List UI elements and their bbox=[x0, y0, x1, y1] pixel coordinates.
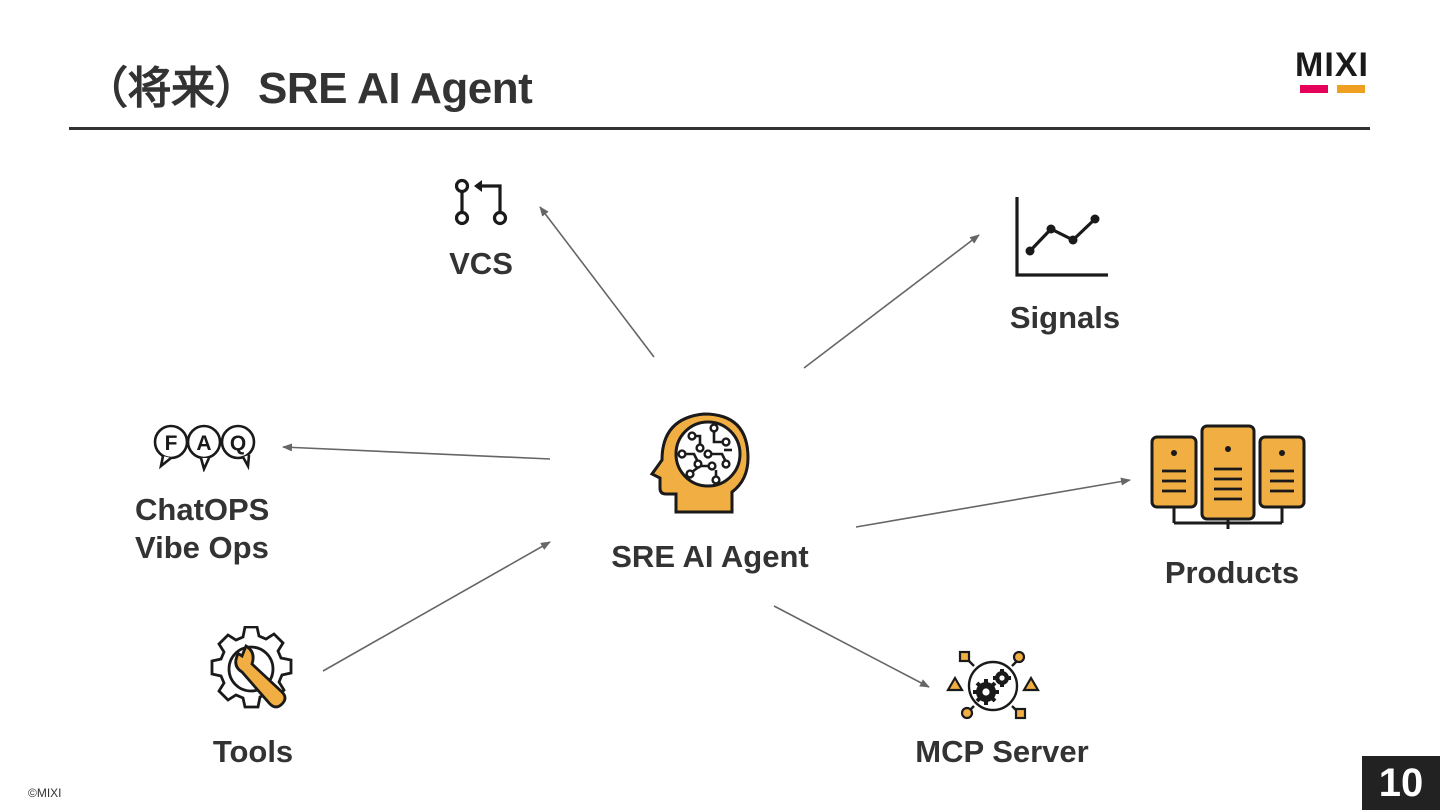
wrench-gear-icon bbox=[210, 626, 293, 709]
mixi-logo: MIXI bbox=[1295, 46, 1369, 93]
pull-request-icon bbox=[454, 178, 508, 226]
server-rack-icon bbox=[1150, 424, 1306, 529]
ai-brain-head-icon bbox=[649, 412, 750, 514]
arrow-from-tools bbox=[322, 541, 551, 672]
copyright: ©MIXI bbox=[28, 786, 62, 800]
chatops-label: ChatOPS bbox=[135, 492, 270, 527]
arrow-to-mcp bbox=[773, 605, 930, 688]
products-label: Products bbox=[1164, 555, 1300, 590]
svg-text:F: F bbox=[165, 432, 178, 455]
svg-text:Q: Q bbox=[230, 432, 246, 455]
vcs-label: VCS bbox=[449, 246, 513, 281]
arrow-to-vcs bbox=[539, 206, 655, 358]
arrow-to-products bbox=[855, 477, 1131, 528]
logo-text: MIXI bbox=[1295, 46, 1369, 84]
line-chart-icon bbox=[1015, 197, 1108, 277]
slide-title: （将来）SRE AI Agent bbox=[84, 64, 533, 113]
tools-label: Tools bbox=[212, 734, 294, 769]
arrow-to-chatops bbox=[282, 443, 551, 460]
faq-speech-bubbles-icon: F A Q bbox=[153, 424, 256, 472]
gears-network-icon bbox=[946, 650, 1040, 720]
vibe-ops-label: Vibe Ops bbox=[135, 530, 269, 565]
mcp-label: MCP Server bbox=[915, 734, 1089, 769]
title-divider bbox=[69, 127, 1370, 130]
arrow-to-signals bbox=[803, 234, 980, 369]
signals-label: Signals bbox=[1009, 300, 1121, 335]
center-label: SRE AI Agent bbox=[611, 539, 809, 574]
svg-text:A: A bbox=[196, 432, 211, 455]
page-number: 10 bbox=[1362, 756, 1440, 810]
